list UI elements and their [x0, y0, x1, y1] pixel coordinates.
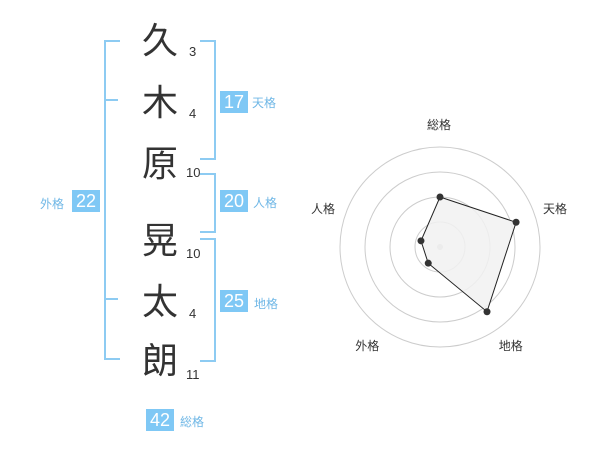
gaikaku-badge: 22 [72, 190, 100, 212]
radar-grid-ring [364, 171, 516, 323]
gaikaku-tick [104, 99, 118, 101]
name-char-4: 晃 [141, 221, 178, 262]
fortune-radar-chart: 総格天格地格 外格 人格 [300, 110, 600, 370]
stroke-count-1: 3 [189, 44, 197, 59]
gaikaku-label: 外格 [40, 197, 65, 211]
name-char-3: 原 [141, 144, 178, 185]
tenkaku-label: 天格 [252, 96, 277, 110]
jinkaku-badge: 20 [220, 190, 248, 212]
radar-axis-label-1: 天格 [543, 202, 568, 217]
name-char-5: 太 [141, 282, 178, 323]
radar-axis-label-2: 地格 [498, 338, 523, 353]
chikaku-label: 地格 [254, 297, 279, 311]
soukaku-badge: 42 [146, 409, 174, 431]
stroke-count-4: 10 [186, 246, 201, 261]
radar-point-1 [512, 218, 520, 226]
chikaku-bracket [200, 238, 216, 362]
radar-axis-label-4: 人格 [310, 202, 335, 217]
stroke-count-5: 4 [189, 306, 197, 321]
radar-point-2 [483, 308, 491, 316]
tenkaku-badge: 17 [220, 91, 248, 113]
stroke-count-6: 11 [186, 367, 200, 382]
gaikaku-bracket [104, 40, 120, 360]
jinkaku-bracket [200, 173, 216, 233]
jinkaku-label: 人格 [253, 196, 278, 210]
radar-grid-ring [339, 146, 541, 348]
chikaku-badge: 25 [220, 290, 248, 312]
name-char-6: 朗 [141, 341, 178, 382]
stroke-count-2: 4 [189, 106, 197, 121]
radar-axis-label-0: 総格 [427, 118, 452, 132]
name-char-1: 久 [141, 21, 178, 62]
radar-axis-label-3: 外格 [355, 338, 380, 353]
radar-point-3 [424, 259, 432, 267]
radar-point-0 [436, 193, 444, 201]
gaikaku-tick [104, 298, 118, 300]
soukaku-label: 総格 [180, 415, 205, 429]
name-char-2: 木 [141, 83, 178, 124]
radar-svg [339, 146, 541, 348]
radar-series-polygon [420, 196, 517, 313]
tenkaku-bracket [200, 40, 216, 160]
stroke-count-3: 10 [186, 165, 201, 180]
radar-point-4 [417, 237, 425, 245]
